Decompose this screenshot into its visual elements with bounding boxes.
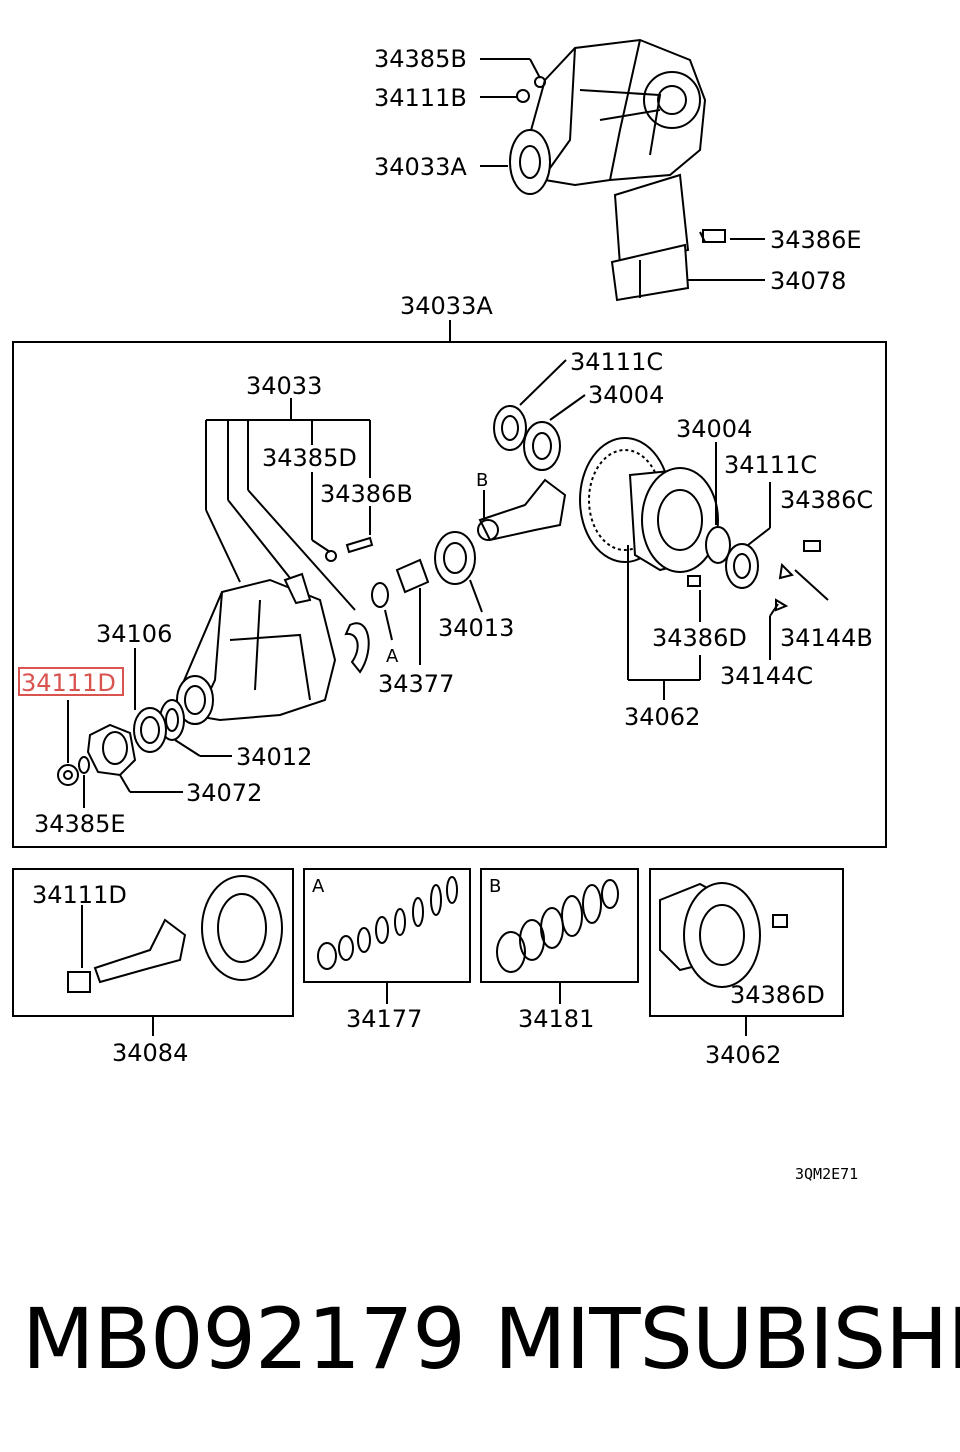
label-34084: 34084	[112, 1039, 188, 1067]
shim-set-A-drawing	[317, 876, 458, 970]
label-34111C-1: 34111C	[570, 348, 663, 376]
label-34385B: 34385B	[374, 45, 467, 73]
label-34013: 34013	[438, 614, 514, 642]
shim-set-B-drawing	[496, 879, 619, 973]
label-34004-2: 34004	[676, 415, 752, 443]
label-34377: 34377	[378, 670, 454, 698]
label-34181: 34181	[518, 1005, 594, 1033]
label-34078: 34078	[770, 267, 846, 295]
label-34062-1: 34062	[624, 703, 700, 731]
drive-pinion-drawing	[477, 478, 567, 542]
carrier-bearings-drawing	[493, 405, 561, 471]
label-34144C: 34144C	[720, 662, 813, 690]
carrier-assembly-drawing	[509, 38, 707, 195]
label-34385E: 34385E	[34, 810, 126, 838]
sub-box-34181	[480, 868, 639, 983]
label-34111C-2: 34111C	[724, 451, 817, 479]
reference-code: 3QM2E71	[795, 1165, 858, 1183]
label-34386E: 34386E	[770, 226, 862, 254]
label-34386C: 34386C	[780, 486, 873, 514]
brand-name: MITSUBISHI	[494, 1290, 960, 1388]
label-34072: 34072	[186, 779, 262, 807]
marker-B: B	[476, 470, 488, 491]
footer-caption: MB092179 MITSUBISHI	[0, 1290, 960, 1390]
label-34386B: 34386B	[320, 480, 413, 508]
label-34033A-box: 34033A	[400, 292, 493, 320]
label-34033: 34033	[246, 372, 322, 400]
gear-set-drawing	[67, 875, 283, 993]
label-34106: 34106	[96, 620, 172, 648]
marker-A: A	[386, 646, 399, 667]
sub-box-marker-B: B	[489, 876, 501, 897]
exploded-view-frame	[12, 341, 887, 848]
label-34012: 34012	[236, 743, 312, 771]
mount-bracket-drawing	[610, 173, 726, 302]
housing-drawing	[176, 572, 370, 725]
label-34033A-top: 34033A	[374, 153, 467, 181]
diff-case-drawing	[659, 882, 788, 988]
pinion-parts-drawing	[57, 699, 185, 786]
sub-box-marker-A: A	[312, 876, 325, 897]
label-34386D-1: 34386D	[652, 624, 747, 652]
label-34144B: 34144B	[780, 624, 873, 652]
label-34386D-2: 34386D	[730, 981, 825, 1009]
small-parts-drawing	[325, 531, 476, 608]
label-34062-2: 34062	[705, 1041, 781, 1069]
label-34004-1: 34004	[588, 381, 664, 409]
label-34111B: 34111B	[374, 84, 467, 112]
ring-gear-drawing	[579, 437, 821, 612]
highlight-box-34111D	[18, 667, 124, 696]
part-number: MB092179	[22, 1290, 466, 1388]
label-34177: 34177	[346, 1005, 422, 1033]
label-34385D: 34385D	[262, 444, 357, 472]
label-34111D-2: 34111D	[32, 881, 127, 909]
label-34111D-highlighted: 34111D	[21, 669, 116, 697]
parts-diagram: 34385B 34111B 34033A 34386E 34078 34033A	[12, 38, 887, 1183]
